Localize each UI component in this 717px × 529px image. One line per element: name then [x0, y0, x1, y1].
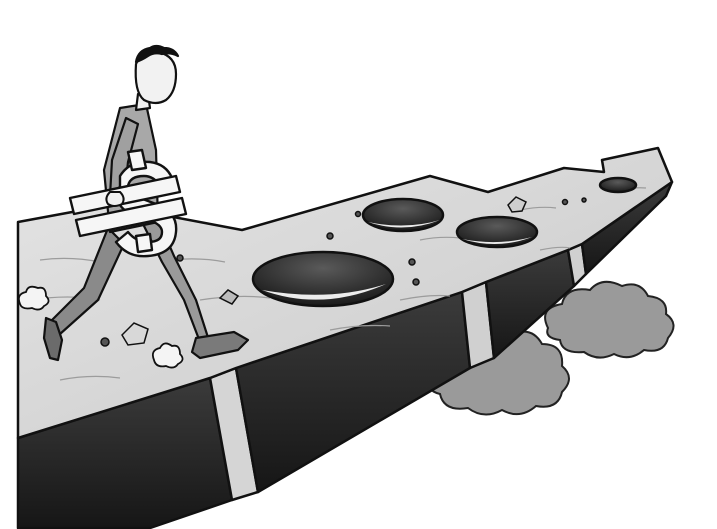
pebble	[561, 198, 569, 206]
rock	[218, 289, 240, 305]
dust-puff-front	[151, 342, 184, 369]
smoke-cloud-right	[544, 280, 675, 359]
pebble	[176, 254, 184, 262]
pebble	[354, 210, 362, 218]
rock	[507, 196, 527, 213]
pebble	[326, 232, 334, 240]
holes	[251, 176, 638, 308]
hole-medium-2	[455, 215, 539, 249]
dollar-sign-stem-top	[126, 148, 148, 172]
man-hair	[134, 44, 180, 64]
pebble	[412, 278, 420, 286]
pebble	[408, 258, 416, 266]
dust-puffs	[17, 285, 184, 369]
dust-puff-back	[17, 285, 50, 311]
man-back-shoe	[42, 316, 64, 362]
pebble	[581, 197, 587, 203]
arrow-side-faces	[16, 180, 674, 529]
debris	[100, 196, 587, 347]
pebble	[100, 337, 110, 347]
dollar-sign-bar-1	[68, 174, 182, 216]
rock	[121, 322, 149, 346]
man-front-shoe	[190, 330, 250, 360]
hole-medium-1	[361, 197, 445, 233]
hole-small	[598, 176, 638, 194]
hole-large	[251, 250, 395, 308]
dollar-sign-bar-2	[74, 196, 188, 238]
dollar-sign-stem-bottom	[134, 232, 154, 254]
man-hand	[105, 191, 125, 207]
dollar-sign	[68, 148, 188, 258]
